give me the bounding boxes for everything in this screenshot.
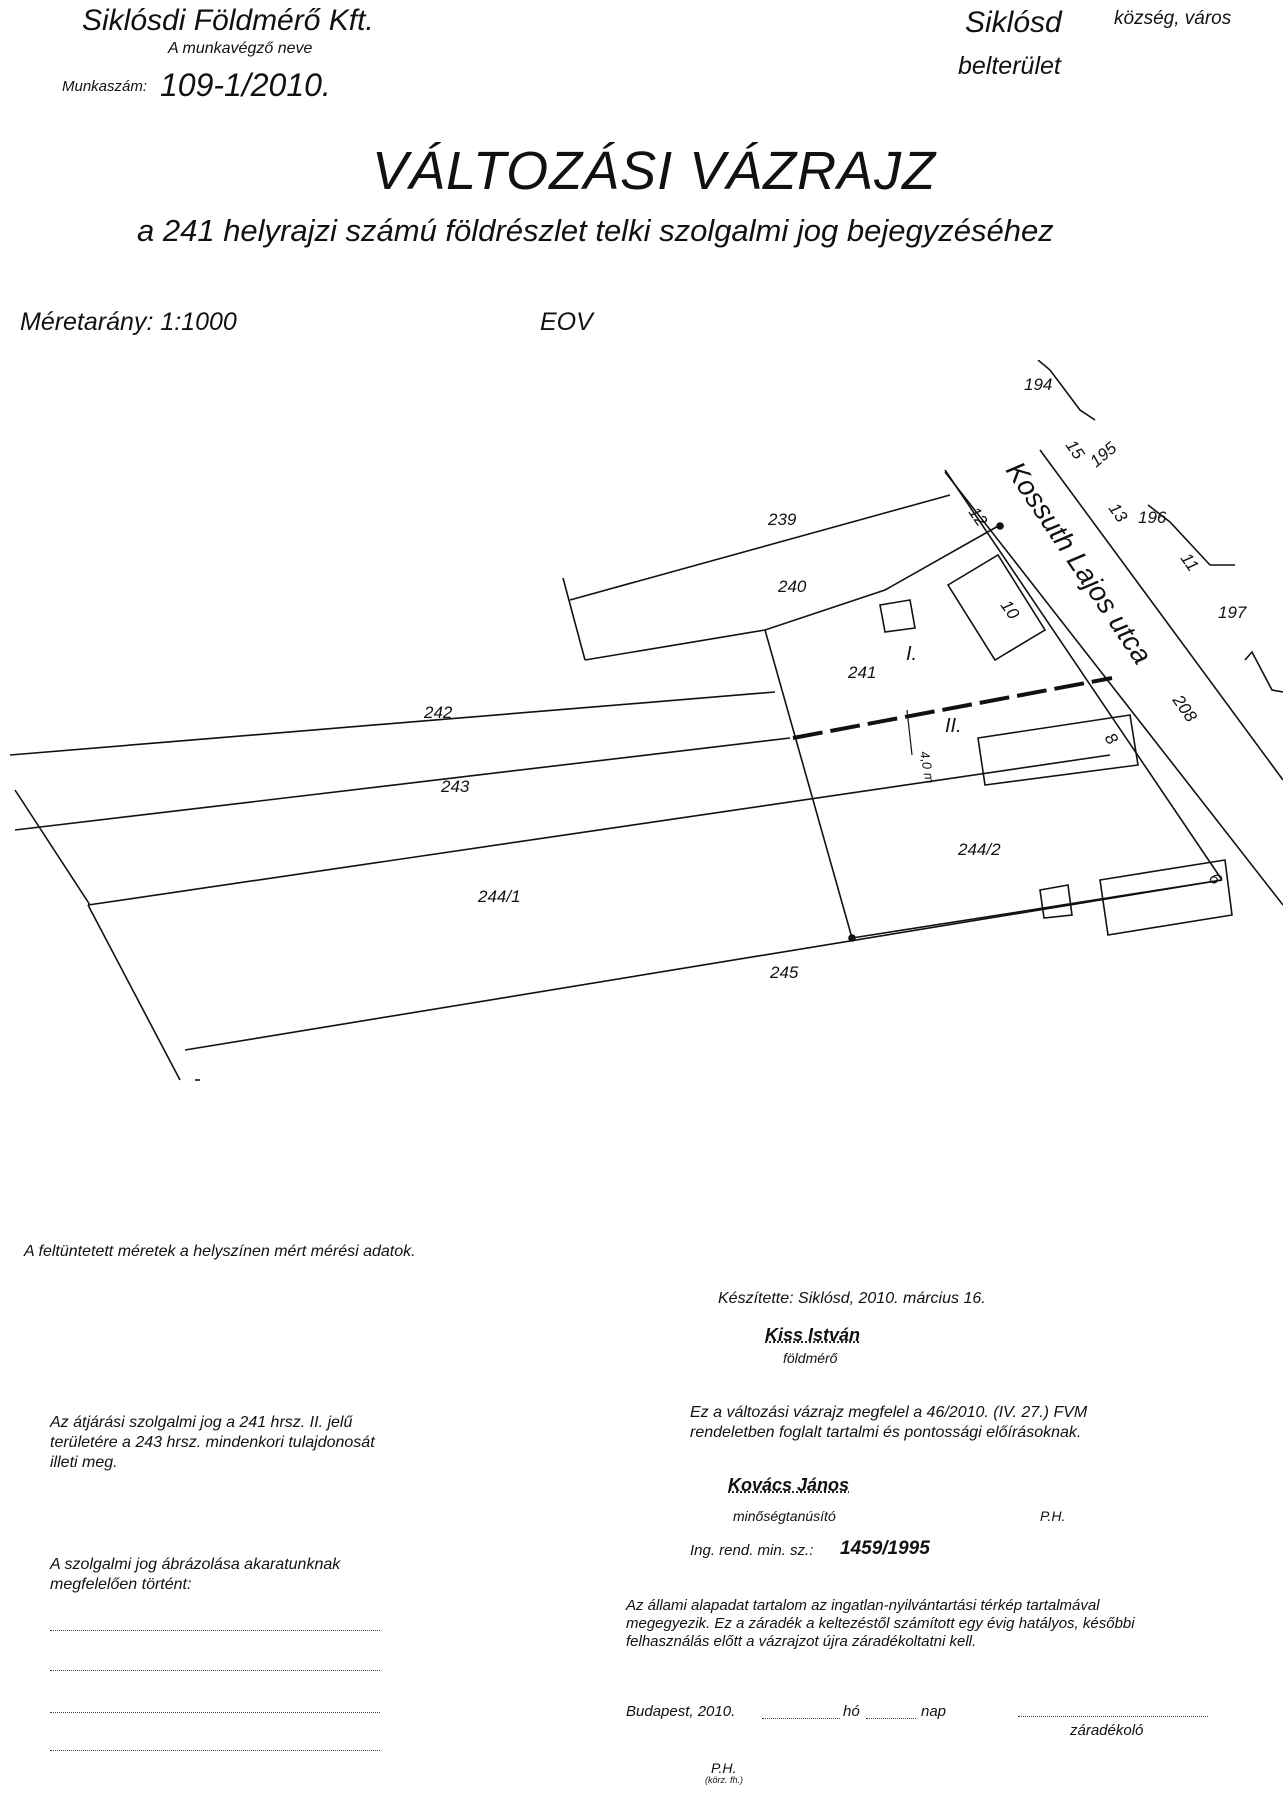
clause-line-2: megegyezik. Ez a záradék a keltezéstől s… (626, 1615, 1135, 1632)
building-8 (977, 714, 1139, 786)
clause-line-3: felhasználás előtt a vázrajzot újra zára… (626, 1633, 977, 1650)
shed-2 (1039, 884, 1073, 919)
registration-label: Ing. rend. min. sz.: (690, 1542, 814, 1559)
parcel-245: 245 (769, 963, 799, 982)
signature-line-1[interactable] (50, 1630, 380, 1631)
boundary-239-west (562, 577, 586, 661)
company-name: Siklósdi Földmérő Kft. (82, 4, 374, 37)
easement-line-2: területére a 243 hrsz. mindenkori tulajd… (50, 1434, 375, 1451)
conformity-line-1: Ez a változási vázrajz megfelel a 46/201… (690, 1404, 1088, 1421)
street-edge-right (1039, 449, 1283, 781)
clause-month-label: hó (843, 1703, 860, 1720)
street-edge-left (944, 469, 1223, 881)
parcel-240: 240 (777, 577, 807, 596)
municipality: Siklósd (965, 6, 1062, 39)
shed-1 (879, 599, 916, 633)
easement-statement: Az átjárási szolgalmi jog a 241 hrsz. II… (50, 1413, 375, 1473)
house-8: 8 (1101, 729, 1122, 748)
municipality-type: község, város (1114, 8, 1232, 29)
clause-statement: Az állami alapadat tartalom az ingatlan-… (626, 1597, 1188, 1651)
boundary-242-top (9, 691, 776, 756)
easement-dim (906, 709, 913, 756)
signature-line-3[interactable] (50, 1712, 380, 1713)
parcel-196: 196 (1138, 508, 1167, 527)
boundary-243-left (14, 789, 91, 906)
company-caption: A munkavégző neve (168, 40, 313, 57)
parcel-241: 241 (847, 663, 876, 682)
qa-role: minőségtanúsító (733, 1508, 836, 1524)
boundary-244-245 (184, 879, 1223, 1051)
office-stamp: P.H. (711, 1760, 737, 1776)
building-12 (946, 553, 1047, 662)
survey-point-b (848, 934, 856, 942)
house-13: 13 (1105, 499, 1132, 526)
parcel-242: 242 (423, 703, 453, 722)
clause-signature-field[interactable] (1018, 1716, 1208, 1717)
boundary-239-240 (569, 494, 951, 601)
clause-line-1: Az állami alapadat tartalom az ingatlan-… (626, 1597, 1100, 1614)
parcel-239: 239 (767, 510, 797, 529)
parcel-194: 194 (1024, 375, 1052, 394)
measurement-note: A feltüntetett méretek a helyszínen mért… (24, 1243, 416, 1260)
page-subtitle: a 241 helyrajzi számú földrészlet telki … (137, 213, 1054, 248)
clause-place: Budapest, 2010. (626, 1703, 736, 1720)
signature-line-2[interactable] (50, 1670, 380, 1671)
qa-name: Kovács János (728, 1475, 850, 1495)
building-6 (1099, 859, 1233, 936)
qa-stamp: P.H. (1040, 1508, 1066, 1524)
job-label: Munkaszám: (62, 78, 148, 95)
boundary-244-left (87, 904, 181, 1081)
easement-line-1: Az átjárási szolgalmi jog a 241 hrsz. II… (50, 1414, 353, 1431)
parcel-208: 208 (1168, 691, 1201, 726)
easement-line (792, 676, 1113, 740)
part-II: II. (945, 715, 962, 737)
parcel-243: 243 (440, 777, 470, 796)
street-ticks-197 (1244, 650, 1283, 693)
projection-label: EOV (540, 308, 593, 336)
house-10: 10 (997, 596, 1024, 623)
consent-line-2: megfelelően történt: (50, 1576, 192, 1593)
parcel-195: 195 (1086, 438, 1120, 471)
area-type: belterület (958, 52, 1061, 80)
street-ticks-194 (1037, 360, 1096, 421)
signature-line-4[interactable] (50, 1750, 380, 1751)
conformity-line-2: rendeletben foglalt tartalmi és pontossá… (690, 1424, 1082, 1441)
boundary-244-inner (851, 879, 1223, 939)
survey-point-a (996, 522, 1004, 530)
parcel-197: 197 (1218, 603, 1247, 622)
clause-signer-label: záradékoló (1070, 1722, 1144, 1739)
surveyor-name: Kiss István (765, 1325, 861, 1345)
clause-month-field[interactable] (762, 1718, 840, 1719)
easement-line-3: illeti meg. (50, 1454, 118, 1471)
street-ticks-196 (1147, 504, 1235, 566)
boundary-242-243 (14, 737, 791, 831)
parcel-244-1: 244/1 (477, 887, 521, 906)
page-title: VÁLTOZÁSI VÁZRAJZ (372, 141, 937, 201)
boundary-240-241 (584, 524, 1001, 661)
house-6: 6 (1205, 869, 1226, 888)
clause-day-field[interactable] (866, 1718, 916, 1719)
part-I: I. (906, 643, 917, 665)
registration-number: 1459/1995 (840, 1538, 930, 1559)
easement-width: 4,0 m (917, 750, 937, 785)
office-note: (körz. fh.) (705, 1775, 744, 1785)
frontage-line (944, 471, 1283, 906)
clause-day-label: nap (921, 1703, 947, 1720)
boundary-241-west (764, 629, 853, 939)
surveyor-role: földmérő (783, 1350, 838, 1366)
street-name: Kossuth Lajos utca (1000, 456, 1158, 669)
scale-label: Méretarány: 1:1000 (20, 308, 237, 336)
consent-statement: A szolgalmi jog ábrázolása akaratunknak … (50, 1555, 340, 1595)
parcel-244-2: 244/2 (957, 840, 1001, 859)
conformity-statement: Ez a változási vázrajz megfelel a 46/201… (690, 1403, 1087, 1443)
cadastral-map: 239 240 241 242 243 244/1 244/2 245 194 … (9, 360, 1283, 1081)
consent-line-1: A szolgalmi jog ábrázolása akaratunknak (50, 1556, 341, 1573)
boundary-243-244 (87, 754, 1111, 906)
prepared-by: Készítette: Siklósd, 2010. március 16. (718, 1290, 986, 1307)
job-number: 109-1/2010. (160, 67, 331, 103)
house-15: 15 (1062, 436, 1089, 463)
